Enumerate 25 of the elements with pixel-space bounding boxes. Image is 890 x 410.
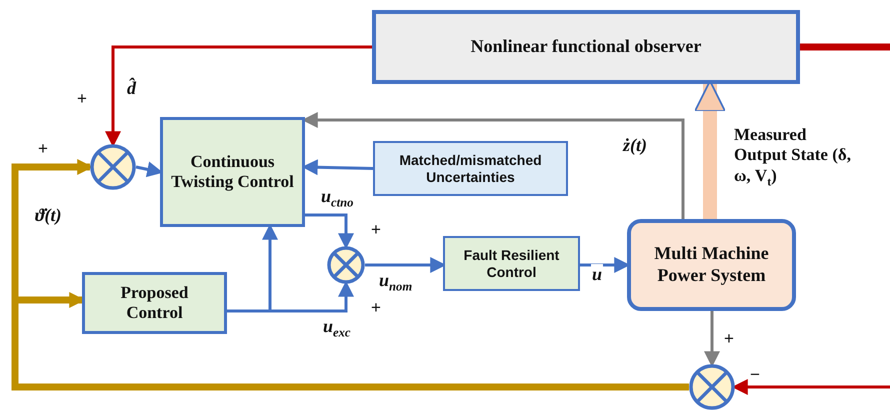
sign-label: −	[750, 366, 760, 383]
sign-label: +	[77, 90, 87, 107]
summing-junction	[689, 364, 735, 410]
block-label: Continuous Twisting Control	[170, 152, 295, 192]
block-label: Multi Machine Power System	[653, 243, 770, 287]
plant-box	[627, 219, 796, 311]
block-label: Matched/mismatched Uncertainties	[398, 152, 543, 186]
summing-junction	[90, 144, 136, 190]
observer-box	[372, 10, 800, 84]
sign-label: +	[371, 299, 381, 316]
block-box	[443, 236, 580, 291]
block-box	[82, 272, 227, 334]
sign-label: +	[38, 140, 48, 157]
signal-arrow	[732, 379, 890, 395]
block-label: Proposed Control	[120, 282, 190, 324]
block-label: Nonlinear functional observer	[470, 36, 702, 58]
summing-junction	[327, 246, 365, 284]
block-label: Fault Resilient Control	[462, 246, 560, 280]
edge-label: ż(t)	[622, 135, 648, 157]
block-box	[373, 141, 568, 196]
connector-arrow	[227, 280, 354, 312]
block-box	[160, 117, 305, 227]
edge-label: ϑ̇(t)	[34, 205, 62, 227]
sign-label: +	[371, 221, 381, 238]
sign-label: +	[724, 330, 734, 347]
